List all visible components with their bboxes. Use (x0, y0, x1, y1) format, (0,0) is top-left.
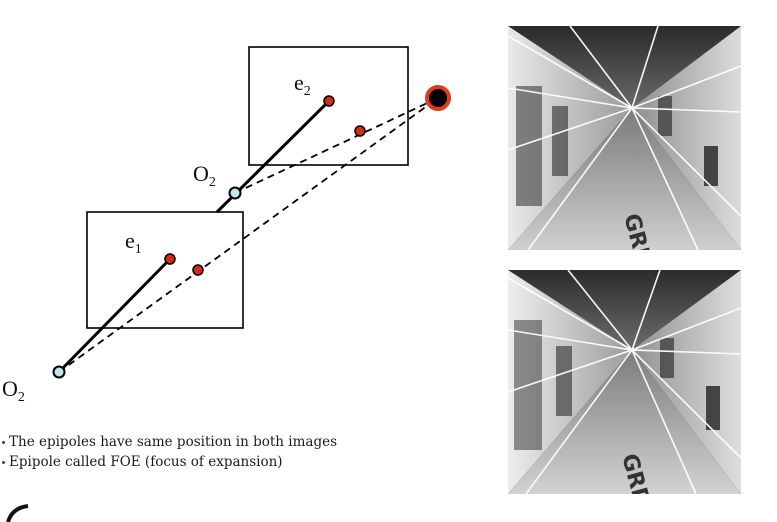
label-e1: e1 (125, 228, 142, 257)
label-e2: e2 (294, 70, 311, 99)
title-fragment (230, 0, 260, 10)
epipole-lower-projection-point (192, 264, 204, 276)
bullet-list: The epipoles have same position in both … (2, 432, 337, 472)
bullet-text: The epipoles have same position in both … (9, 434, 338, 450)
camera-center-lower (52, 365, 66, 379)
bullet-item: The epipoles have same position in both … (2, 432, 337, 452)
camera-center-upper (228, 186, 242, 200)
label-o2-lower: O2 (2, 376, 25, 405)
epipole-e1-point (164, 253, 176, 265)
corridor-photo-bottom: GRD (508, 270, 741, 494)
label-o2-upper: O2 (193, 161, 216, 190)
dashed-ray-upper (234, 97, 439, 194)
epipole-upper-projection-point (354, 125, 366, 137)
bullet-icon (2, 461, 5, 464)
corridor-photo-top: GRD (508, 26, 741, 250)
bullet-text: Epipole called FOE (focus of expansion) (9, 454, 283, 470)
bullet-icon (2, 441, 5, 444)
corner-mark (6, 504, 29, 522)
image-plane-lower (86, 211, 244, 329)
epipole-e2-point (323, 95, 335, 107)
baseline-lower-segment (57, 257, 172, 374)
foe-point (425, 85, 451, 111)
image-plane-upper (248, 46, 409, 166)
bullet-item: Epipole called FOE (focus of expansion) (2, 452, 337, 472)
dashed-ray-lower (58, 97, 439, 373)
